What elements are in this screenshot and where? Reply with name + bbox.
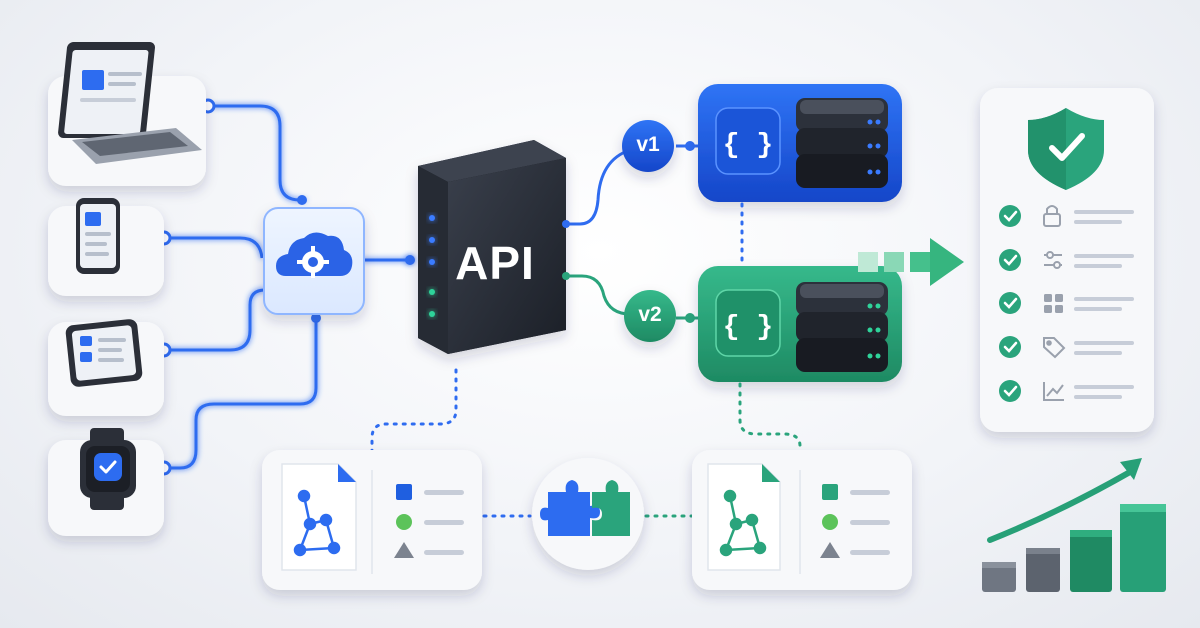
database-icon xyxy=(796,282,888,372)
laptop-icon xyxy=(58,42,202,164)
database-icon xyxy=(796,98,888,188)
v2-service: { } xyxy=(698,266,902,382)
schema-card-v1 xyxy=(262,450,482,590)
lock-icon xyxy=(1043,205,1061,227)
v1-label: v1 xyxy=(636,133,660,156)
tag-icon xyxy=(1043,337,1066,359)
check-icon xyxy=(999,380,1021,402)
compliance-checklist xyxy=(980,88,1154,432)
version-connectors xyxy=(566,144,700,320)
json-braces-icon: { } xyxy=(723,130,773,161)
laptop-connector xyxy=(206,104,306,202)
v1-badge xyxy=(622,120,674,172)
shield-check-icon xyxy=(1028,108,1104,190)
api-gateway xyxy=(418,140,570,354)
client-tablet xyxy=(48,319,164,416)
api-gateway-label: API xyxy=(455,237,535,289)
v1-service: { } xyxy=(698,84,902,202)
watch-connector xyxy=(164,318,318,470)
triangle-icon xyxy=(394,542,414,558)
check-icon xyxy=(999,336,1021,358)
puzzle-icon xyxy=(532,458,644,570)
tablet-connector xyxy=(164,288,266,352)
json-braces-icon: { } xyxy=(723,312,773,343)
chart-line-icon xyxy=(1043,382,1064,401)
triangle-icon xyxy=(820,542,840,558)
graph-icon xyxy=(719,489,767,557)
sliders-icon xyxy=(1044,251,1062,269)
circle-icon xyxy=(822,514,838,530)
circle-icon xyxy=(396,514,412,530)
client-watch xyxy=(48,428,164,536)
v2-label: v2 xyxy=(638,303,662,326)
check-icon xyxy=(999,292,1021,314)
green-arrow-icon xyxy=(858,238,964,286)
smartwatch-icon xyxy=(80,428,136,510)
checklist-item xyxy=(999,292,1134,314)
checklist-item xyxy=(999,205,1134,227)
check-icon xyxy=(999,249,1021,271)
checklist-item xyxy=(999,249,1134,271)
phone-connector xyxy=(164,236,264,259)
square-icon xyxy=(822,484,838,500)
schema-connectors xyxy=(370,368,802,518)
cloud-gear-icon xyxy=(276,232,353,278)
checklist-item xyxy=(999,380,1134,402)
schema-card-v2 xyxy=(692,450,912,590)
client-laptop xyxy=(48,42,206,186)
grid-icon xyxy=(1044,294,1063,313)
client-connectors xyxy=(164,104,410,470)
graph-icon xyxy=(293,489,341,557)
square-icon xyxy=(396,484,412,500)
checklist-item xyxy=(999,336,1134,359)
client-phone xyxy=(48,198,164,296)
gateway-status-leds xyxy=(429,215,435,317)
check-icon xyxy=(999,205,1021,227)
integration-hub xyxy=(263,207,365,315)
tablet-icon xyxy=(65,319,143,387)
phone-icon xyxy=(76,198,120,274)
growth-bars-icon xyxy=(982,458,1166,592)
v2-badge xyxy=(624,290,676,342)
